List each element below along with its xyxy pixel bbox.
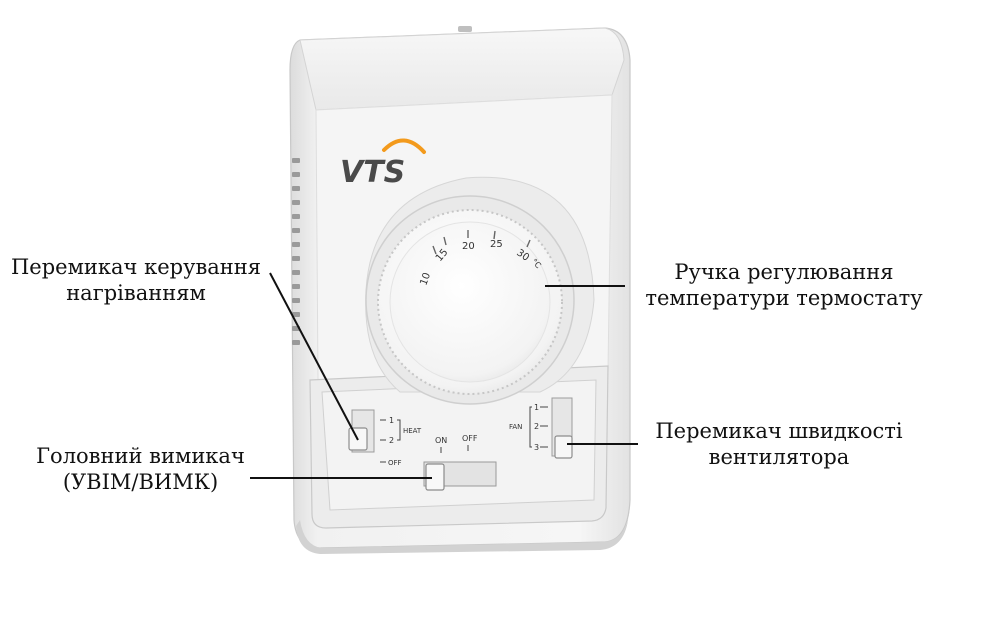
dial-label-20: 20 (462, 241, 475, 252)
main-off-label: OFF (462, 434, 478, 443)
dial-label-25: 25 (490, 239, 503, 250)
fan-pos-2: 2 (534, 422, 539, 431)
callout-knob-line1: Ручка регулювання (674, 260, 894, 284)
fan-pos-3: 3 (534, 443, 539, 452)
heat-label: HEAT (403, 427, 422, 435)
callout-main-switch: Головний вимикач (УВІМ/ВИМК) (18, 443, 263, 495)
heat-pos-2: 2 (389, 436, 394, 445)
callout-heat-line1: Перемикач керування (10, 255, 262, 279)
callout-fan-line1: Перемикач швидкості (655, 419, 903, 443)
temperature-knob[interactable]: 10 15 20 25 30 °C (365, 176, 595, 405)
vent-slots (292, 158, 300, 345)
main-on-label: ON (435, 436, 447, 445)
dial-ticks (432, 230, 531, 255)
callout-heat-switch: Перемикач керування нагріванням (0, 254, 272, 306)
brand-text: VTS (340, 155, 405, 190)
fan-label: FAN (509, 423, 522, 431)
dial-label-10: 10 (418, 271, 433, 287)
leader-lines (250, 272, 638, 479)
callout-fan-switch: Перемикач швидкості вентилятора (640, 418, 918, 470)
brand-logo: VTS (340, 138, 426, 190)
heat-pos-1: 1 (389, 416, 394, 425)
main-switch[interactable]: ON OFF (423, 434, 497, 491)
fan-pos-1: 1 (534, 403, 539, 412)
callout-temperature-knob: Ручка регулювання температури термостату (625, 259, 943, 311)
callout-main-line1: Головний вимикач (36, 444, 245, 468)
heat-pos-off: OFF (388, 459, 402, 467)
callout-heat-line2: нагріванням (66, 281, 206, 305)
fan-switch[interactable]: 1 2 3 FAN (509, 397, 573, 459)
callout-knob-line2: температури термостату (645, 286, 923, 310)
callout-main-line2: (УВІМ/ВИМК) (62, 470, 219, 494)
leader-heat-switch (269, 272, 359, 441)
callout-fan-line2: вентилятора (708, 445, 850, 469)
